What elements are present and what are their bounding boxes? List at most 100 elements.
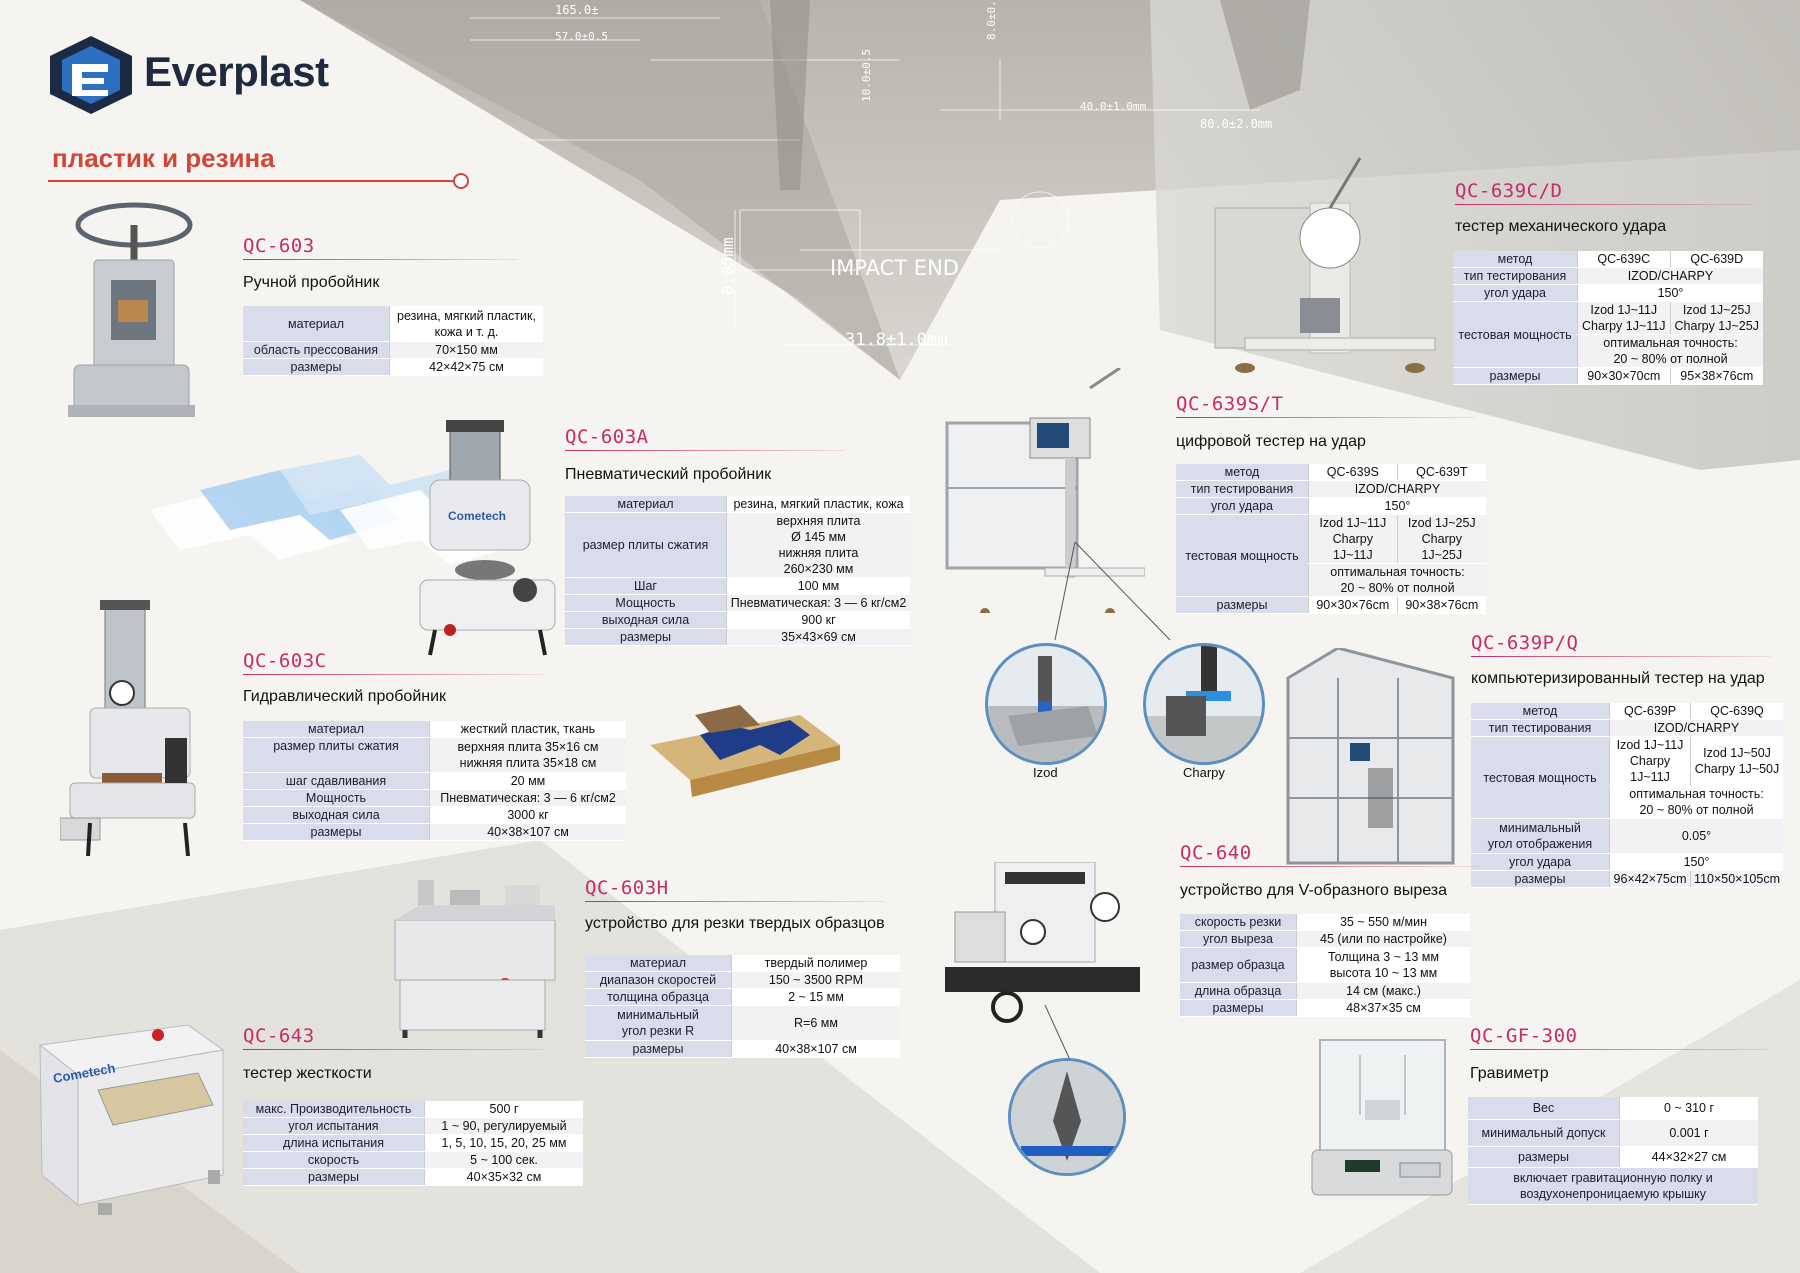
spec-key: угол удара <box>1176 497 1309 515</box>
qc639st-machine-image <box>945 368 1145 613</box>
spec-key: размеры <box>585 1040 732 1058</box>
cometech-label: Cometech <box>448 509 506 523</box>
spec-value: 900 кг <box>726 611 910 629</box>
spec-value: 150° <box>1577 284 1763 302</box>
qc643-model: QC-643 <box>243 1025 315 1047</box>
spec-key: размеры <box>1468 1146 1620 1168</box>
spec-value: 1 ~ 90, регулируемый <box>424 1117 583 1135</box>
qc639cd-name: тестер механического удара <box>1455 218 1667 235</box>
spec-key: область прессования <box>243 341 390 359</box>
qcgf300-machine-image <box>1311 1039 1453 1196</box>
spec-key: минимальный допуск <box>1468 1119 1620 1147</box>
spec-value: резина, мягкий пластик, кожа и т. д. <box>389 306 543 342</box>
spec-key: размеры <box>565 628 727 646</box>
charpy-label: Charpy <box>1183 765 1225 780</box>
spec-key: тип тестирования <box>1471 719 1610 737</box>
spec-value: твердый полимер <box>731 955 900 972</box>
qc603h-model: QC-603H <box>585 877 669 899</box>
spec-value: 0.05° <box>1609 818 1783 854</box>
spec-value: верхняя плита 35×16 см нижняя плита 35×1… <box>429 737 626 773</box>
spec-value: 96×42×75cm <box>1608 870 1691 888</box>
qc639st-model-line <box>1176 417 1476 418</box>
spec-value: 5 ~ 100 сек. <box>424 1151 583 1169</box>
spec-value: 100 мм <box>726 577 910 595</box>
spec-value: Пневматическая: 3 — 6 кг/см2 <box>726 594 910 612</box>
spec-value: Izod 1J~11J Charpy 1J~11J <box>1608 736 1691 786</box>
spec-key: материал <box>243 306 390 342</box>
spec-value: Izod 1J~50J Charpy 1J~50J <box>1690 736 1783 786</box>
spec-key: размер образца <box>1180 947 1297 983</box>
qc643-name: тестер жесткости <box>243 1065 372 1082</box>
spec-value: 150° <box>1308 497 1486 515</box>
izod-label: Izod <box>1033 765 1058 780</box>
spec-value: жесткий пластик, ткань <box>429 721 626 738</box>
spec-key: размеры <box>1471 870 1610 888</box>
cutting-die-image <box>650 705 840 797</box>
spec-key: метод <box>1471 703 1610 720</box>
spec-key: скорость резки <box>1180 914 1297 931</box>
spec-key: толщина образца <box>585 988 732 1006</box>
spec-value: 35 ~ 550 м/мин <box>1296 914 1470 931</box>
spec-key: минимальный угол отображения <box>1471 818 1610 854</box>
spec-key: выходная сила <box>565 611 727 629</box>
spec-value: IZOD/CHARPY <box>1308 480 1486 498</box>
qc639pq-model-line <box>1471 656 1771 657</box>
spec-value: 500 г <box>424 1101 583 1118</box>
spec-value: Пневматическая: 3 — 6 кг/см2 <box>429 789 626 807</box>
spec-key: метод <box>1453 251 1578 268</box>
spec-key: Вес <box>1468 1097 1620 1120</box>
spec-key: размеры <box>243 358 390 376</box>
bg-dim-4: 40.0±1.0mm <box>1080 100 1147 113</box>
spec-key: материал <box>243 721 430 738</box>
spec-value: 90×30×70cm <box>1577 367 1671 385</box>
qc603a-machine-image: Cometech <box>419 420 556 656</box>
spec-value: 40×35×32 см <box>424 1168 583 1186</box>
spec-key: выходная сила <box>243 806 430 824</box>
qc640-name: устройство для V-образного выреза <box>1180 882 1448 899</box>
qc643-machine-image: Cometech <box>38 1025 225 1215</box>
spec-value: 40×38×107 см <box>731 1040 900 1058</box>
bg-dim-8: 10.0±0.5 <box>860 49 873 102</box>
bg-dim-2: 57.0±0.5 <box>555 30 608 43</box>
spec-value: 2 ~ 15 мм <box>731 988 900 1006</box>
spec-key: длина образца <box>1180 982 1297 1000</box>
qc603h-name: устройство для резки твердых образцов <box>585 915 885 932</box>
spec-value: QC-639P <box>1608 703 1691 720</box>
spec-value: оптимальная точность: 20 ~ 80% от полной <box>1609 785 1783 819</box>
qc603a-model-line <box>565 450 845 451</box>
spec-value: QC-639Q <box>1690 703 1783 720</box>
bg-dim-1: 165.0± <box>555 3 599 17</box>
spec-key: угол испытания <box>243 1117 425 1135</box>
qc603-model: QC-603 <box>243 235 315 257</box>
spec-value: QC-639S <box>1308 464 1398 481</box>
spec-value: 150° <box>1609 853 1783 871</box>
spec-value: 48×37×35 см <box>1296 999 1470 1017</box>
qc639cd-machine-image <box>1214 157 1436 373</box>
spec-value: R=6 мм <box>731 1005 900 1041</box>
spec-key: размер плиты сжатия <box>565 512 727 578</box>
spec-value: резина, мягкий пластик, кожа <box>726 496 910 513</box>
qc639cd-model: QC-639C/D <box>1455 180 1563 202</box>
spec-key: угол удара <box>1471 853 1610 871</box>
page-subtitle: пластик и резина <box>52 143 275 173</box>
qc640-callout-line <box>1044 1005 1071 1061</box>
qc603c-model-line <box>243 674 543 675</box>
spec-note: включает гравитационную полку и воздухон… <box>1468 1167 1758 1205</box>
qcgf300-model: QC-GF-300 <box>1470 1025 1578 1047</box>
qc639st-model: QC-639S/T <box>1176 393 1284 415</box>
spec-key: макс. Производительность <box>243 1101 425 1118</box>
qc603c-machine-image <box>60 600 196 857</box>
notch-detail-image <box>1008 1058 1126 1176</box>
spec-key: длина испытания <box>243 1134 425 1152</box>
spec-key: метод <box>1176 464 1309 481</box>
qc603-machine-image <box>68 202 195 417</box>
spec-key: минимальный угол резки R <box>585 1005 732 1041</box>
qc639st-name: цифровой тестер на удар <box>1176 433 1366 450</box>
spec-value: 0.001 г <box>1619 1119 1758 1147</box>
spec-value: 90×38×76cm <box>1396 596 1486 614</box>
qc603a-model: QC-603A <box>565 426 649 448</box>
